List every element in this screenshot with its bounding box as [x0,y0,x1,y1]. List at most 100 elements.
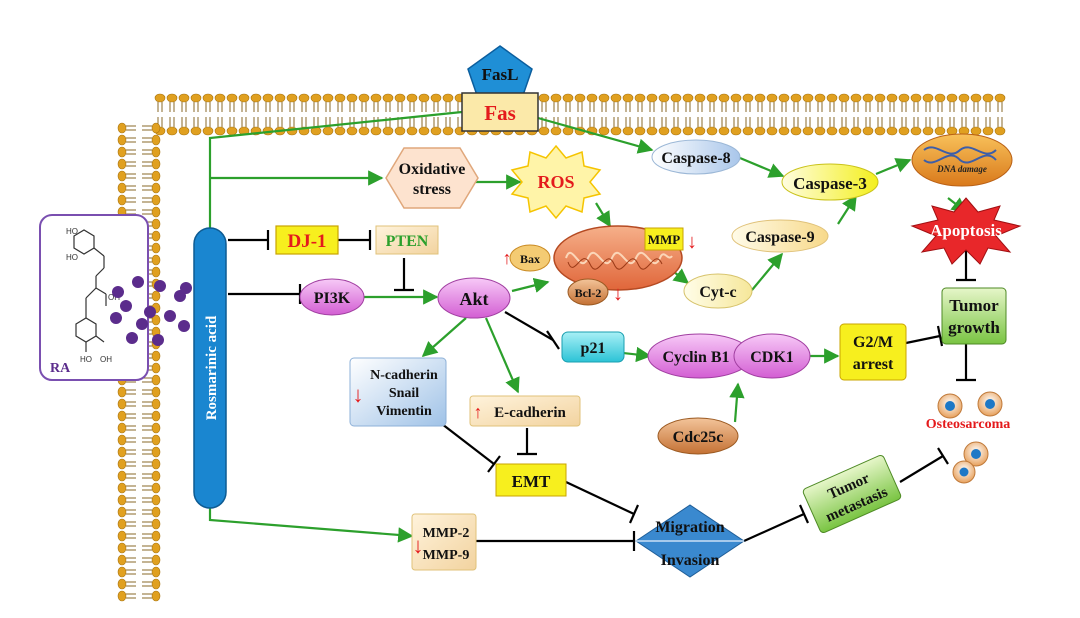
lipid-head [910,126,922,136]
lipid-head [117,446,127,458]
lipid-head [151,146,161,158]
akt-label: Akt [459,289,488,309]
lipid-head [151,530,161,542]
lipid-head [430,126,442,136]
lipid-head [151,542,161,554]
tumor-cell-icon [963,441,989,467]
cdc25c-label: Cdc25c [673,429,724,446]
lipid-head [874,93,886,103]
lipid-head [370,126,382,136]
lipid-head [178,93,190,103]
lipid-head [622,126,634,136]
lipid-head [151,242,161,254]
tumor-cell-icon [952,460,976,484]
caspase-8-label: Caspase-8 [661,150,730,167]
lipid-head [151,134,161,146]
lipid-head [610,93,622,103]
rosmarinic-acid-node: Rosmarinic acid [193,227,227,509]
lipid-head [634,126,646,136]
lipid-head [151,170,161,182]
lipid-head [994,126,1006,136]
tumor-growth-label-line2: growth [948,318,1000,337]
lipid-head [151,374,161,386]
lipid-head [658,93,670,103]
lipid-head [250,93,262,103]
ncadherin-label: N-cadherin [370,368,438,383]
lipid-head [151,122,161,134]
mmp2-mmp9-down-arrow: ↓ [413,533,424,558]
svg-text:OH: OH [100,355,112,364]
lipid-head [151,350,161,362]
lipid-head [298,93,310,103]
lipid-head [730,126,742,136]
lipid-head [598,93,610,103]
bcl-2-node: Bcl-2 ↓ [567,278,623,306]
lipid-head [117,470,127,482]
caspase-8-node: Caspase-8 [651,139,741,175]
lipid-head [151,194,161,206]
lipid-head [151,482,161,494]
migration-invasion-node: Migration Invasion [635,504,745,578]
p21-label: p21 [581,340,606,357]
lipid-head [922,126,934,136]
lipid-head [117,494,127,506]
lipid-head [862,126,874,136]
lipid-head [562,93,574,103]
mmp-node: MMP ↓ [644,227,697,253]
vimentin-label: Vimentin [376,404,432,419]
lipid-head [151,254,161,266]
lipid-head [694,93,706,103]
g2m-label-line1: G2/M [853,334,893,351]
dj-1-node: DJ-1 [275,225,339,255]
lipid-head [718,93,730,103]
lipid-head [154,93,166,103]
lipid-head [886,126,898,136]
tumor-cell-icon [977,391,1003,417]
lipid-head [946,93,958,103]
mmp-label: MMP [648,232,681,247]
cyt-c-node: Cyt-c [683,273,753,309]
g2m-label-line2: arrest [853,356,894,373]
ros-label: ROS [537,172,574,192]
svg-text:HO: HO [80,355,92,364]
tumor-growth-label-line1: Tumor [949,296,999,315]
lipid-head [646,126,658,136]
inhibition-edges [228,230,976,551]
lipid-head [117,182,127,194]
bax-node: Bax ↑ [503,244,551,272]
lipid-head [117,554,127,566]
lipid-head [151,590,161,602]
ncadherin-down-arrow: ↓ [353,382,364,407]
lipid-head [151,290,161,302]
oxidative-stress-label-line1: Oxidative [399,161,466,178]
cdk1-node: CDK1 [733,333,811,379]
fas-label: Fas [484,101,516,125]
e-cadherin-label: E-cadherin [494,405,566,421]
ncadherin-snail-vimentin-node: N-cadherin Snail Vimentin ↓ [349,357,447,427]
lipid-head [382,126,394,136]
lipid-head [418,126,430,136]
lipid-head [838,126,850,136]
e-cadherin-up-arrow: ↑ [474,402,483,422]
lipid-head [151,206,161,218]
lipid-head [742,126,754,136]
lipid-head [706,93,718,103]
lipid-head [550,126,562,136]
mmp-down-arrow: ↓ [687,231,697,253]
lipid-head [322,93,334,103]
lipid-head [117,422,127,434]
bcl-2-label: Bcl-2 [575,286,602,300]
ra-label: RA [50,361,71,376]
lipid-head [214,93,226,103]
lipid-head [826,126,838,136]
bcl-2-down-arrow: ↓ [613,283,623,305]
lipid-head [850,126,862,136]
lipid-head [682,126,694,136]
lipid-head [310,93,322,103]
lipid-head [910,93,922,103]
lipid-head [117,434,127,446]
lipid-head [382,93,394,103]
lipid-head [151,218,161,230]
cyclin-b1-node: Cyclin B1 [647,333,753,379]
dna-damage-node: DNA damage [911,133,1013,187]
